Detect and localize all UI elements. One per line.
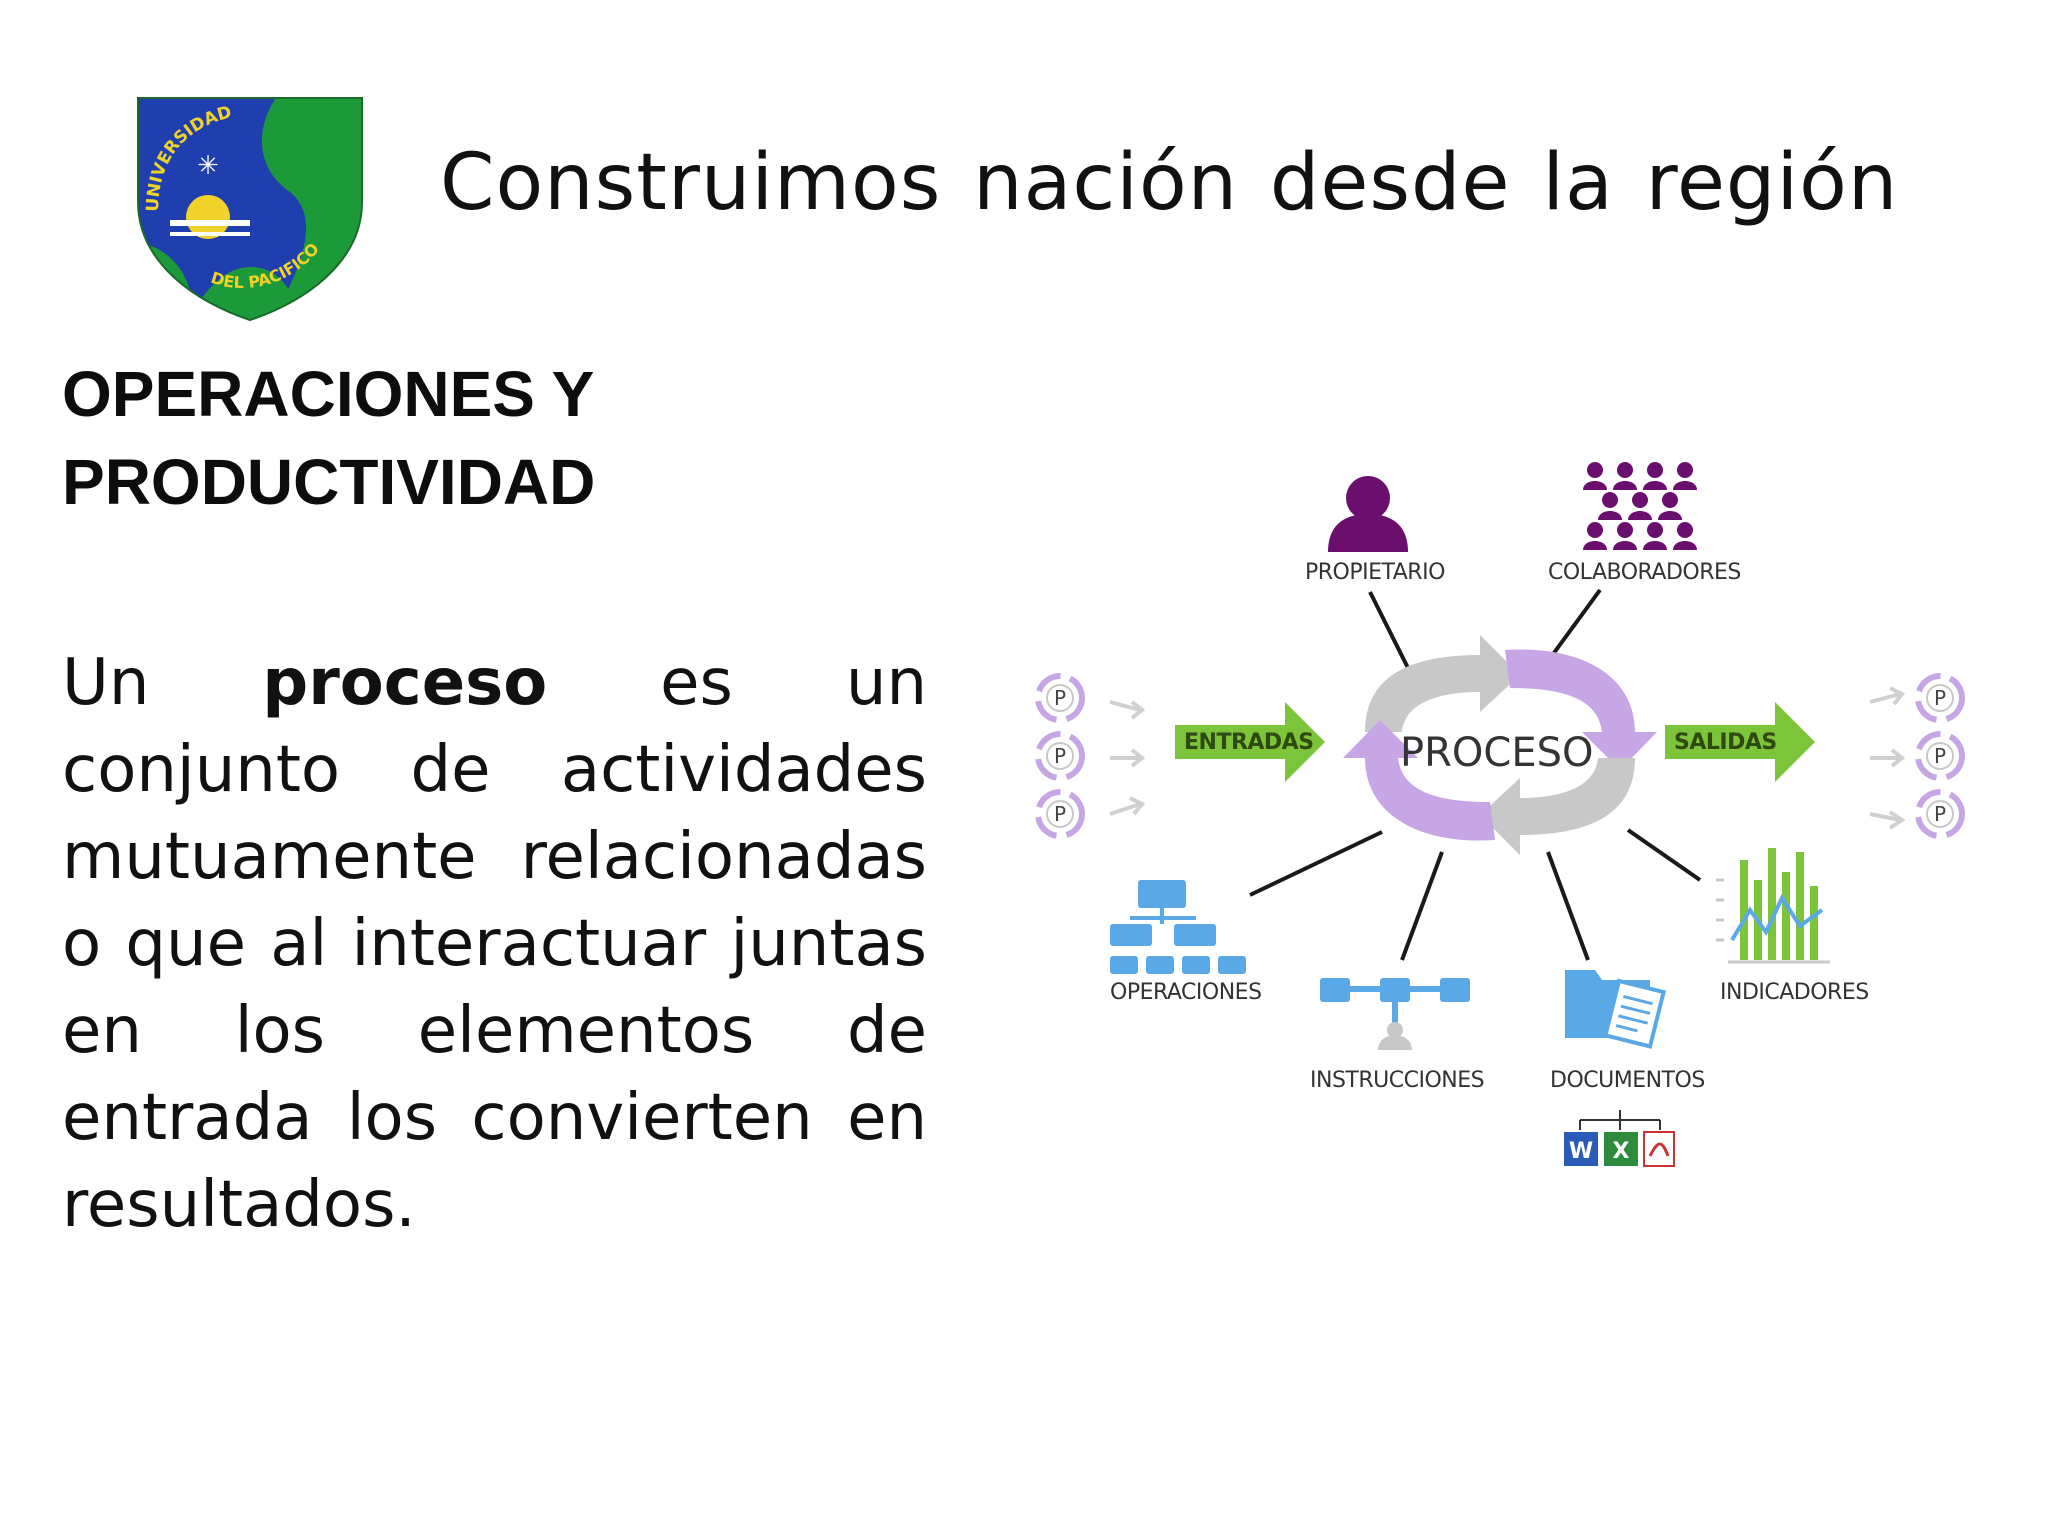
p-badge-label: P <box>1934 744 1946 768</box>
connector-indicators <box>1626 828 1702 882</box>
svg-text:X: X <box>1613 1139 1630 1164</box>
instructions-label: INSTRUCCIONES <box>1310 1068 1485 1093</box>
p-badge-label: P <box>1054 744 1066 768</box>
p-badge-label: P <box>1054 802 1066 826</box>
inputs-arrow <box>1175 702 1325 782</box>
body-text-start: Un <box>62 646 263 720</box>
folder-document-icon <box>1565 970 1667 1049</box>
connector-instructions <box>1400 851 1444 961</box>
bar-line-chart-icon <box>1716 848 1830 964</box>
indicators-label: INDICADORES <box>1720 980 1869 1005</box>
body-text-rest: es un conjunto de actividades mutuamente… <box>62 646 927 1242</box>
connector-operations <box>1249 830 1383 897</box>
outputs-label: SALIDAS <box>1674 730 1777 755</box>
university-logo: ✳ UNIVERSIDAD DEL PACIFICO <box>130 92 370 324</box>
output-p-badges: P P P <box>1915 673 1965 839</box>
process-center-label: PROCESO <box>1400 730 1594 776</box>
excel-file-icon: X <box>1604 1132 1638 1166</box>
outputs-arrow <box>1665 702 1815 782</box>
network-icon <box>1320 978 1470 1050</box>
svg-text:✳: ✳ <box>197 150 219 180</box>
slide-slogan: Construimos nación desde la región <box>440 138 1899 228</box>
process-cycle-icon <box>1343 635 1657 855</box>
svg-text:W: W <box>1569 1139 1593 1164</box>
connector-owner <box>1368 591 1412 673</box>
process-diagram: P P P P <box>1010 440 2000 1180</box>
heading-line-1: OPERACIONES Y <box>62 358 595 430</box>
org-chart-icon <box>1110 880 1246 974</box>
person-icon <box>1328 476 1408 552</box>
operations-label: OPERACIONES <box>1110 980 1262 1005</box>
input-p-badges: P P P <box>1035 673 1085 839</box>
collaborators-label: COLABORADORES <box>1548 560 1741 585</box>
group-icon <box>1583 462 1697 550</box>
documents-label: DOCUMENTOS <box>1550 1068 1705 1093</box>
heading-line-2: PRODUCTIVIDAD <box>62 446 596 518</box>
word-file-icon: W <box>1564 1132 1598 1166</box>
owner-label: PROPIETARIO <box>1305 560 1445 585</box>
p-badge-label: P <box>1934 802 1946 826</box>
section-heading: OPERACIONES Y PRODUCTIVIDAD <box>62 350 762 526</box>
connector-documents <box>1546 851 1590 961</box>
inputs-label: ENTRADAS <box>1184 730 1314 755</box>
body-text-bold: proceso <box>262 646 548 720</box>
definition-paragraph: Un proceso es un conjunto de actividades… <box>62 640 927 1249</box>
p-badge-label: P <box>1934 686 1946 710</box>
p-badge-label: P <box>1054 686 1066 710</box>
pdf-file-icon <box>1643 1131 1675 1167</box>
